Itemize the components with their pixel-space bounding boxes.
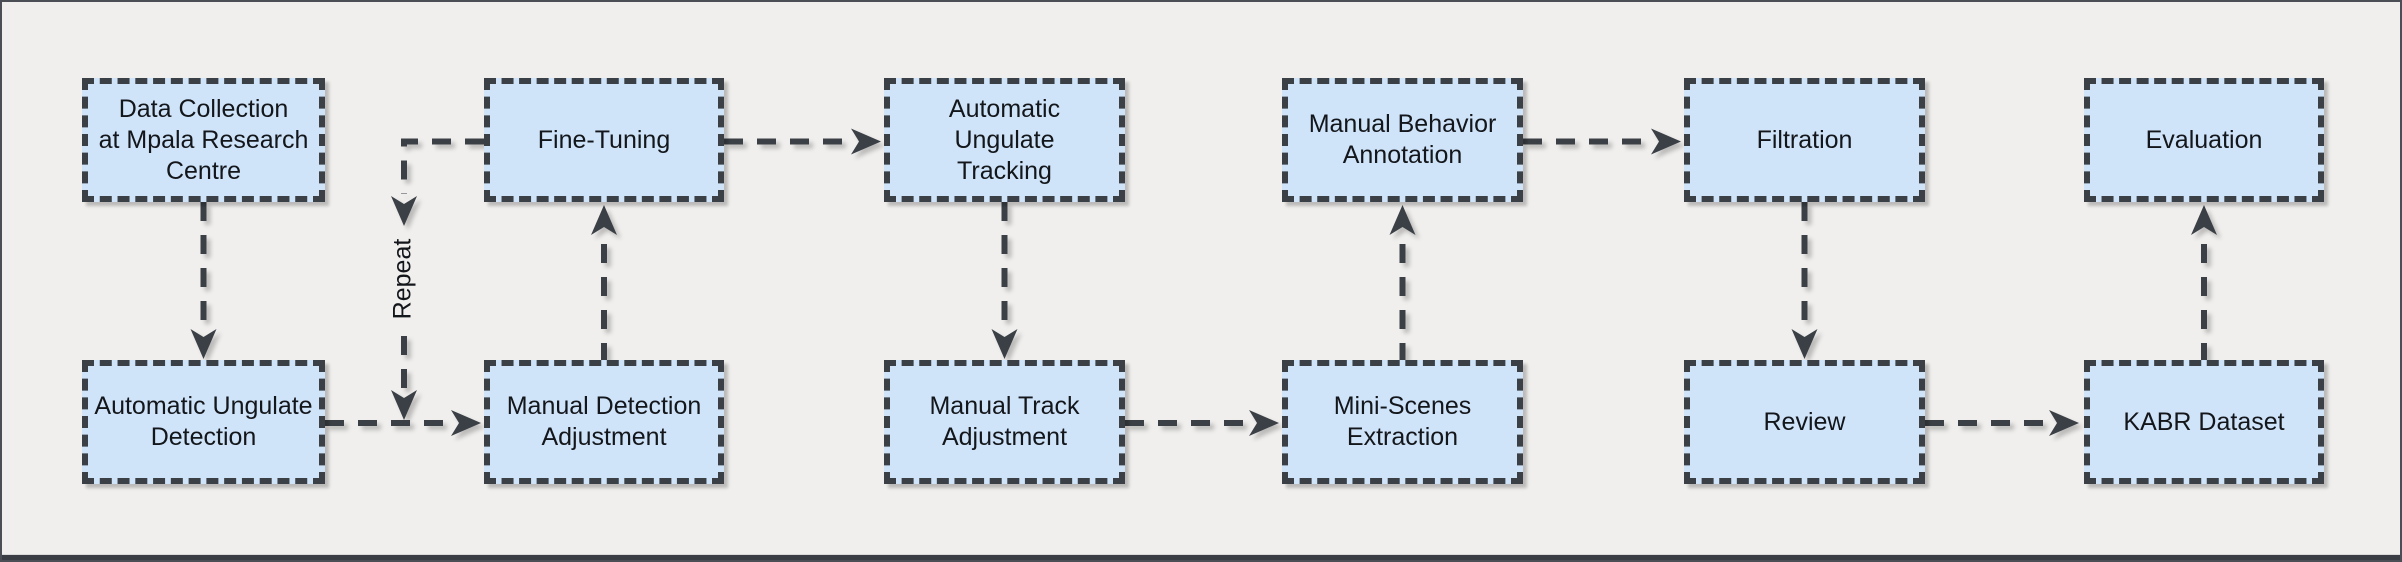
- node-data-collection-label: Data Collection at Mpala Research Centre: [98, 94, 309, 185]
- node-manual-detection-adjustment-label: Manual Detection Adjustment: [506, 392, 702, 451]
- node-kabr-dataset: KABR Dataset: [2084, 360, 2324, 484]
- arrowhead-right-adjustment: [451, 410, 481, 436]
- arrowhead-down-detection: [190, 329, 217, 359]
- node-manual-track-adjustment-label: Manual Track Adjustment: [929, 392, 1080, 451]
- node-manual-behavior-annotation: Manual Behavior Annotation: [1282, 78, 1523, 202]
- node-evaluation: Evaluation: [2084, 78, 2324, 202]
- arrowhead-up-evaluation: [2191, 205, 2217, 235]
- node-filtration: Filtration: [1684, 78, 1925, 202]
- arrowhead-down-track-adjustment: [991, 329, 1018, 359]
- arrowhead-up-fine-tuning: [591, 205, 617, 235]
- node-review-label: Review: [1763, 407, 1846, 436]
- arrowhead-right-mini-scenes: [1249, 410, 1279, 436]
- node-mini-scenes-extraction: Mini-Scenes Extraction: [1282, 360, 1523, 484]
- node-kabr-dataset-label: KABR Dataset: [2123, 407, 2285, 436]
- node-data-collection: Data Collection at Mpala Research Centre: [82, 78, 325, 202]
- node-automatic-ungulate-detection-label: Automatic Ungulate Detection: [94, 392, 313, 451]
- arrowhead-repeat-mid: [391, 196, 417, 226]
- node-manual-track-adjustment: Manual Track Adjustment: [884, 360, 1125, 484]
- node-fine-tuning: Fine-Tuning: [484, 78, 724, 202]
- arrowhead-repeat-end: [391, 390, 417, 420]
- arrowhead-up-annotation: [1389, 205, 1416, 235]
- node-automatic-ungulate-detection: Automatic Ungulate Detection: [82, 360, 325, 484]
- edge-repeat-upper: [401, 138, 484, 194]
- node-mini-scenes-extraction-label: Mini-Scenes Extraction: [1333, 392, 1472, 451]
- node-filtration-label: Filtration: [1756, 125, 1853, 154]
- arrowhead-right-kabr: [2049, 410, 2079, 436]
- arrowhead-right-filtration: [1651, 128, 1681, 155]
- repeat-edge-label: Repeat: [388, 234, 418, 324]
- node-automatic-ungulate-tracking: Automatic Ungulate Tracking: [884, 78, 1125, 202]
- node-automatic-ungulate-tracking-label: Automatic Ungulate Tracking: [948, 94, 1061, 185]
- node-fine-tuning-label: Fine-Tuning: [537, 125, 671, 154]
- node-evaluation-label: Evaluation: [2145, 125, 2263, 154]
- node-manual-detection-adjustment: Manual Detection Adjustment: [484, 360, 724, 484]
- arrowhead-down-review: [1791, 329, 1818, 359]
- node-manual-behavior-annotation-label: Manual Behavior Annotation: [1308, 110, 1497, 169]
- arrowhead-right-tracking: [851, 128, 881, 155]
- window-bottom-edge: [2, 554, 2400, 560]
- node-review: Review: [1684, 360, 1925, 484]
